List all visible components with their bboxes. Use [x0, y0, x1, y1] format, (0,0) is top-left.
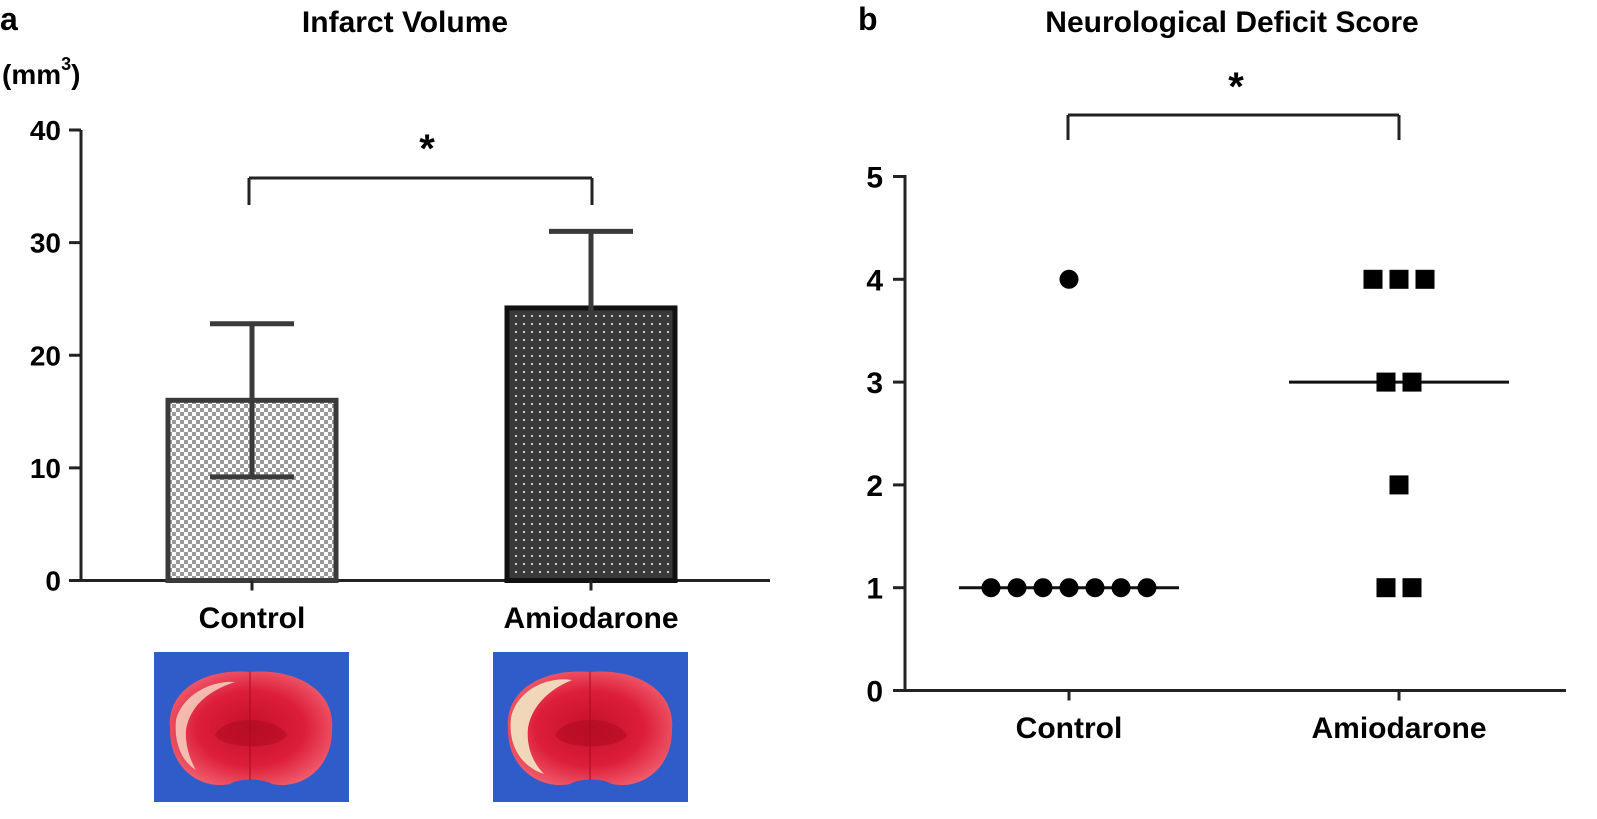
x-tick-label-a: Amiodarone — [503, 602, 678, 635]
data-point-circle — [1137, 578, 1157, 598]
data-point-square — [1402, 578, 1422, 598]
panel-label-a: a — [0, 1, 18, 37]
data-point-circle — [1033, 578, 1053, 598]
data-point-square — [1415, 269, 1435, 289]
y-tick-label-a: 40 — [30, 115, 61, 146]
panel-a: a Infarct Volume (mm3) 0 10 20 30 40 * Contr… — [0, 1, 770, 802]
y-tick-label-b: 2 — [866, 470, 883, 503]
y-tick-label-b: 3 — [866, 367, 883, 400]
significance-bracket-a — [247, 176, 594, 205]
data-point-square — [1376, 372, 1396, 392]
x-tick-label-b: Control — [1016, 712, 1123, 745]
data-point-circle — [981, 578, 1001, 598]
data-point-square — [1389, 475, 1409, 495]
data-point-circle — [1059, 269, 1079, 289]
y-axis-label-text: (mm — [2, 59, 61, 90]
chart-title-b: Neurological Deficit Score — [1045, 6, 1418, 39]
x-tick-label-b: Amiodarone — [1311, 712, 1486, 745]
y-axis-label-close: ) — [71, 59, 80, 90]
error-bar-amiodarone — [549, 228, 633, 388]
y-axis-label-superscript: 3 — [61, 54, 71, 74]
significance-marker-b: * — [1228, 65, 1244, 109]
y-tick-label-b: 0 — [866, 676, 883, 709]
data-point-square — [1389, 269, 1409, 289]
y-tick-label-b: 5 — [866, 162, 883, 195]
chart-title-a: Infarct Volume — [302, 6, 508, 39]
data-point-circle — [1085, 578, 1105, 598]
significance-marker-a: * — [419, 127, 435, 171]
data-point-circle — [1007, 578, 1027, 598]
y-tick-label-a: 10 — [30, 453, 61, 484]
significance-bracket-b — [1066, 113, 1401, 140]
data-point-circle — [1111, 578, 1131, 598]
y-tick-label-b: 4 — [866, 264, 883, 297]
panel-label-b: b — [858, 1, 878, 37]
brain-slice-amiodarone-image — [493, 652, 688, 802]
panel-b: b Neurological Deficit Score 0 1 2 3 4 5 * Co… — [858, 1, 1566, 745]
x-tick-label-a: Control — [199, 602, 306, 635]
data-point-circle — [1059, 578, 1079, 598]
data-point-square — [1376, 578, 1396, 598]
y-axis-label-a: (mm3) — [2, 54, 80, 90]
y-tick-label-b: 1 — [866, 573, 883, 606]
data-point-square — [1402, 372, 1422, 392]
y-tick-label-a: 20 — [30, 340, 61, 371]
y-tick-label-a: 0 — [45, 566, 61, 597]
error-bar-control — [210, 321, 294, 480]
y-tick-label-a: 30 — [30, 228, 61, 259]
brain-slice-control-image — [154, 652, 349, 802]
data-point-square — [1363, 269, 1383, 289]
